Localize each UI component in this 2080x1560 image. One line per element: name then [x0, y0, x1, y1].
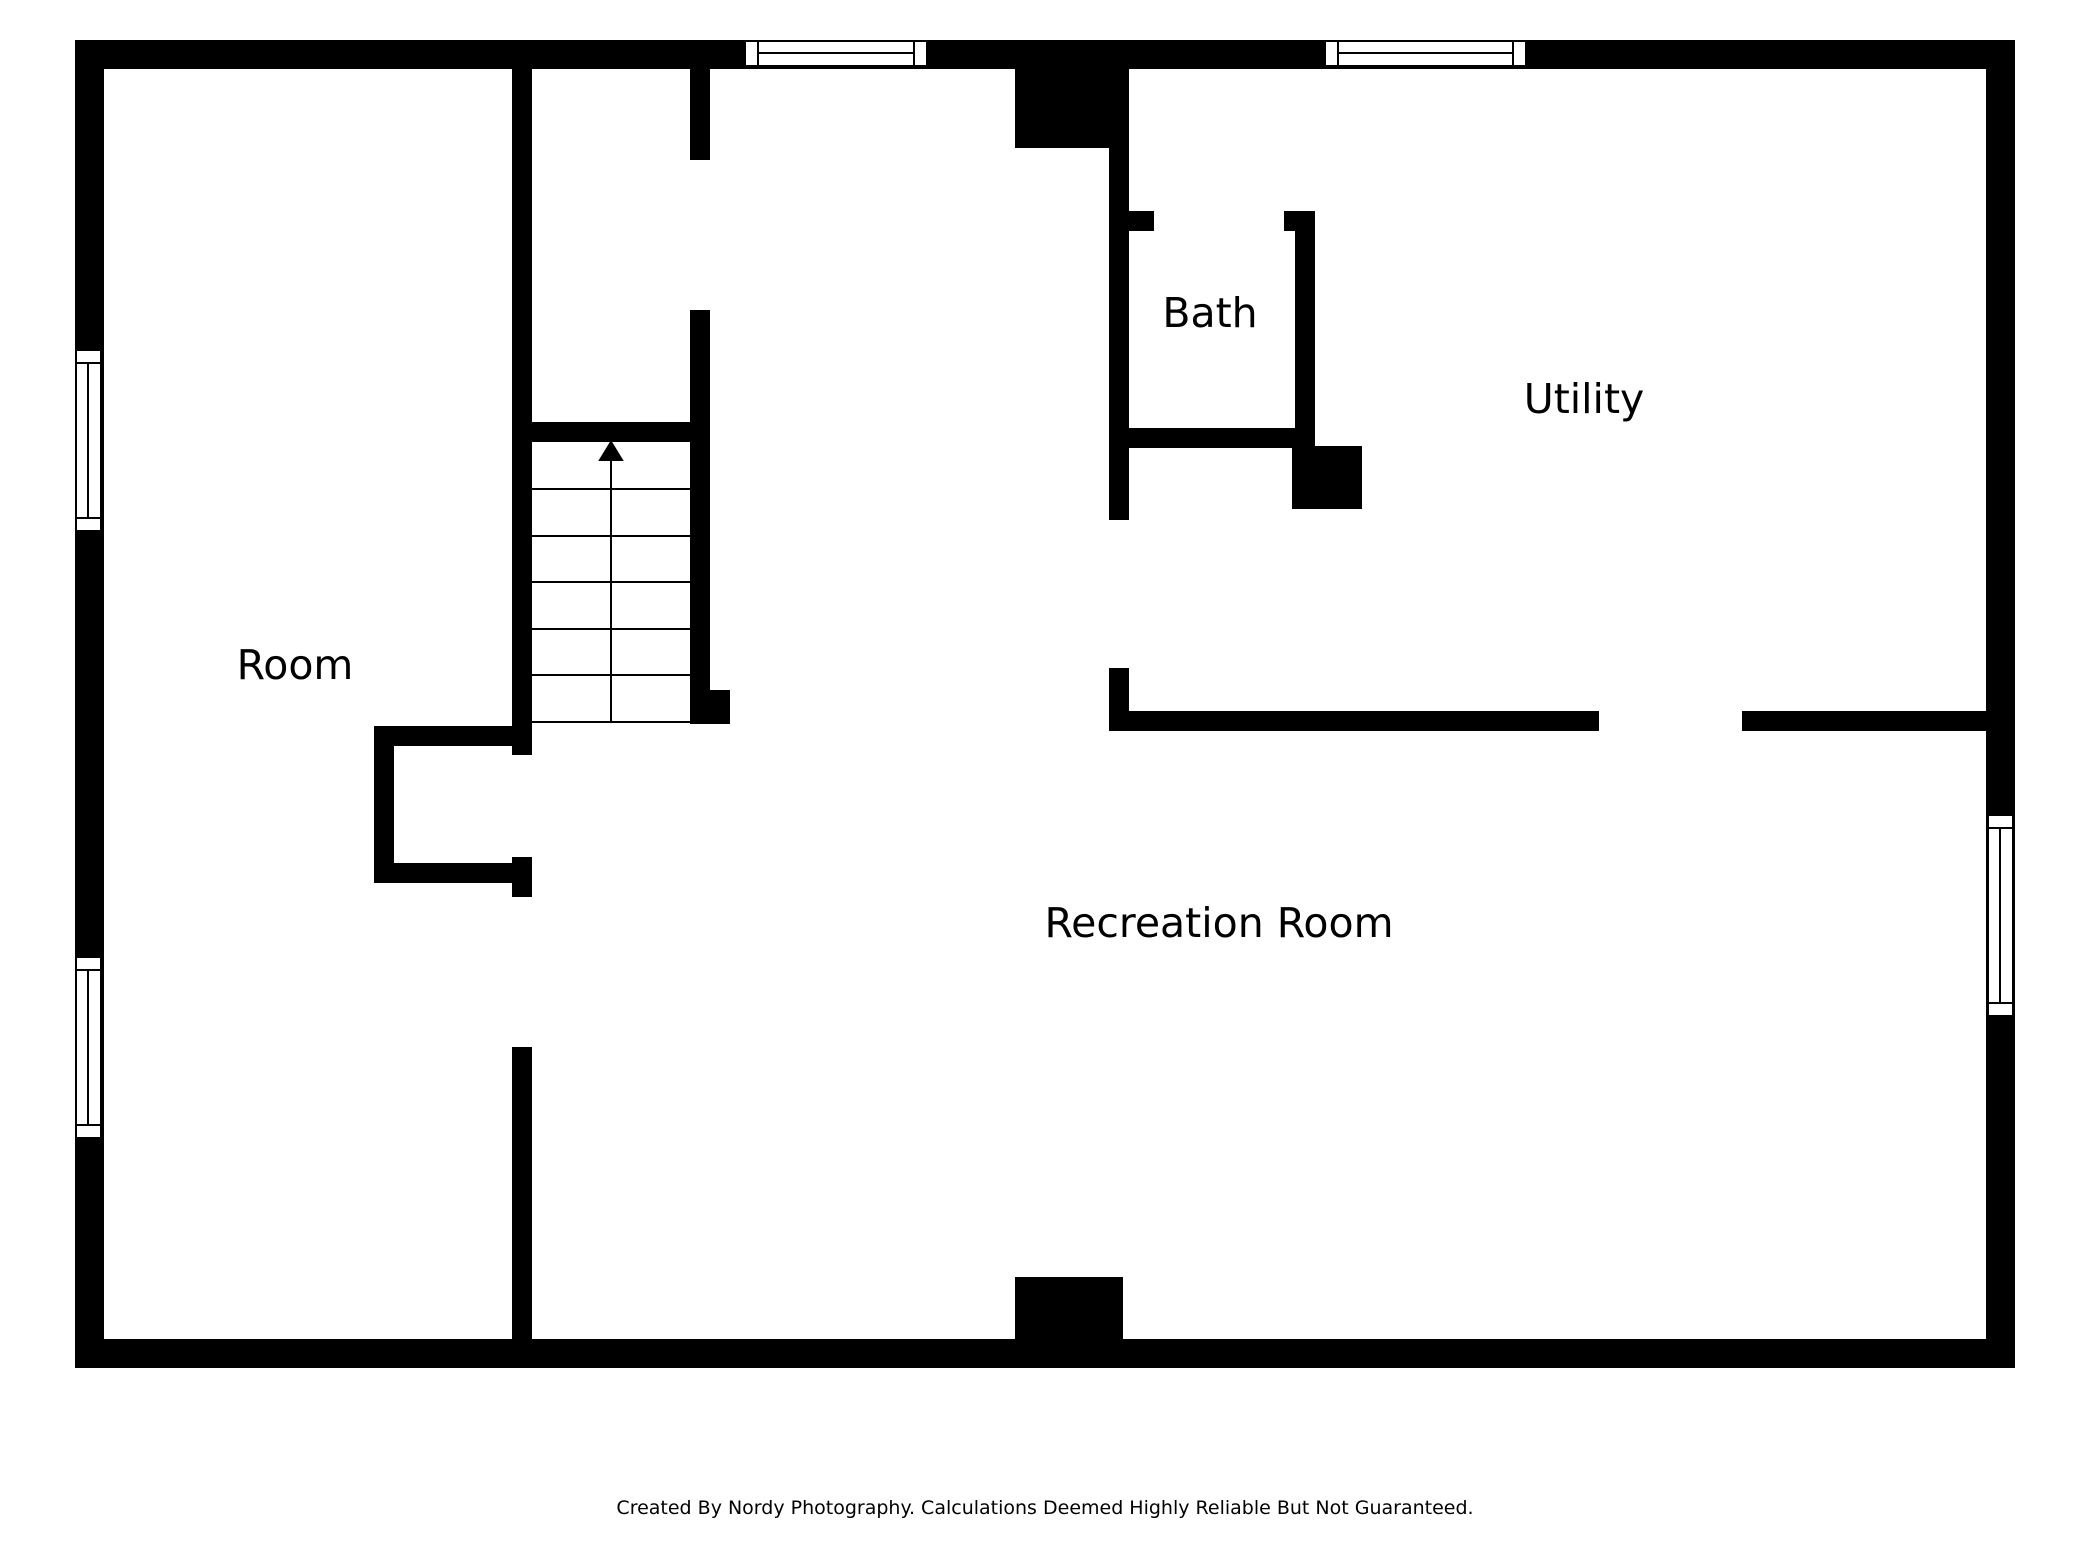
- wall-right: [1986, 40, 2015, 1368]
- wall-stair-top: [530, 422, 708, 442]
- room-label-recreation-room: Recreation Room: [1044, 899, 1393, 947]
- exterior-walls: [75, 40, 2015, 1368]
- wall-stair-closet-upper: [690, 55, 710, 160]
- wall-stair-post: [690, 690, 730, 724]
- bath-post: [1292, 446, 1362, 509]
- room-label-utility: Utility: [1524, 375, 1645, 423]
- closet-wall-top: [374, 726, 532, 746]
- wall-utility-bottom-right: [1742, 711, 2002, 731]
- window-right: [1987, 814, 2014, 1017]
- wall-room-divider-upper: [512, 55, 532, 755]
- window-top-left: [744, 40, 928, 67]
- window-left-lower: [75, 956, 102, 1139]
- wall-bath-top-left: [1109, 211, 1154, 231]
- room-label-bath: Bath: [1162, 289, 1257, 337]
- windows: [75, 40, 2014, 1139]
- wall-bath-right: [1295, 211, 1315, 450]
- wall-utility-bottom-left: [1109, 711, 1599, 731]
- footer-credit: Created By Nordy Photography. Calculatio…: [616, 1497, 1473, 1519]
- wall-stair-closet-lower: [690, 310, 710, 724]
- closet-wall-bottom: [374, 863, 532, 883]
- stairs: [532, 440, 690, 723]
- stairs-up-arrow-icon: [598, 440, 624, 461]
- chimney-top: [1015, 55, 1123, 148]
- interior-walls: [374, 55, 2002, 1347]
- window-left-upper: [75, 349, 102, 532]
- chimney-bottom: [1015, 1277, 1123, 1347]
- wall-utility-left-upper: [1109, 55, 1129, 520]
- room-label-room: Room: [237, 641, 354, 689]
- wall-room-divider-lower: [512, 1047, 532, 1347]
- window-top-right: [1324, 40, 1527, 67]
- wall-bath-bottom: [1109, 428, 1315, 448]
- closet-wall-left: [374, 726, 394, 883]
- wall-left: [75, 40, 104, 1368]
